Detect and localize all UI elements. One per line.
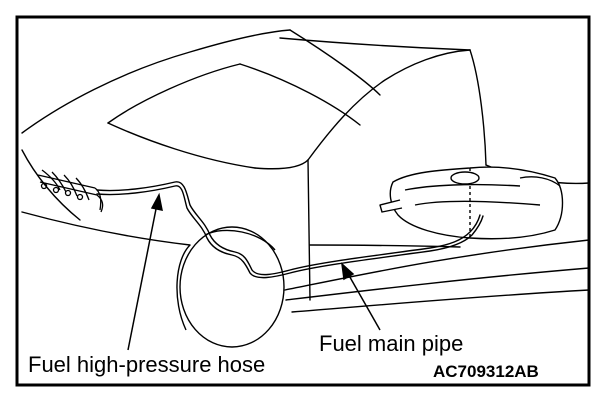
front-wheel [176,226,285,348]
fuel-high-pressure-hose-label: Fuel high-pressure hose [28,352,266,377]
fuel-main-pipe-label: Fuel main pipe [319,331,464,356]
fuel-tank [379,166,564,240]
figure-id-label: AC709312AB [433,362,539,381]
fuel-line-route [96,181,484,279]
hose-arrowhead [150,192,163,211]
fuel-rail [37,169,104,213]
callout-arrows [127,192,381,351]
pipe-arrowhead [340,262,355,281]
car-body-outline [21,29,590,313]
